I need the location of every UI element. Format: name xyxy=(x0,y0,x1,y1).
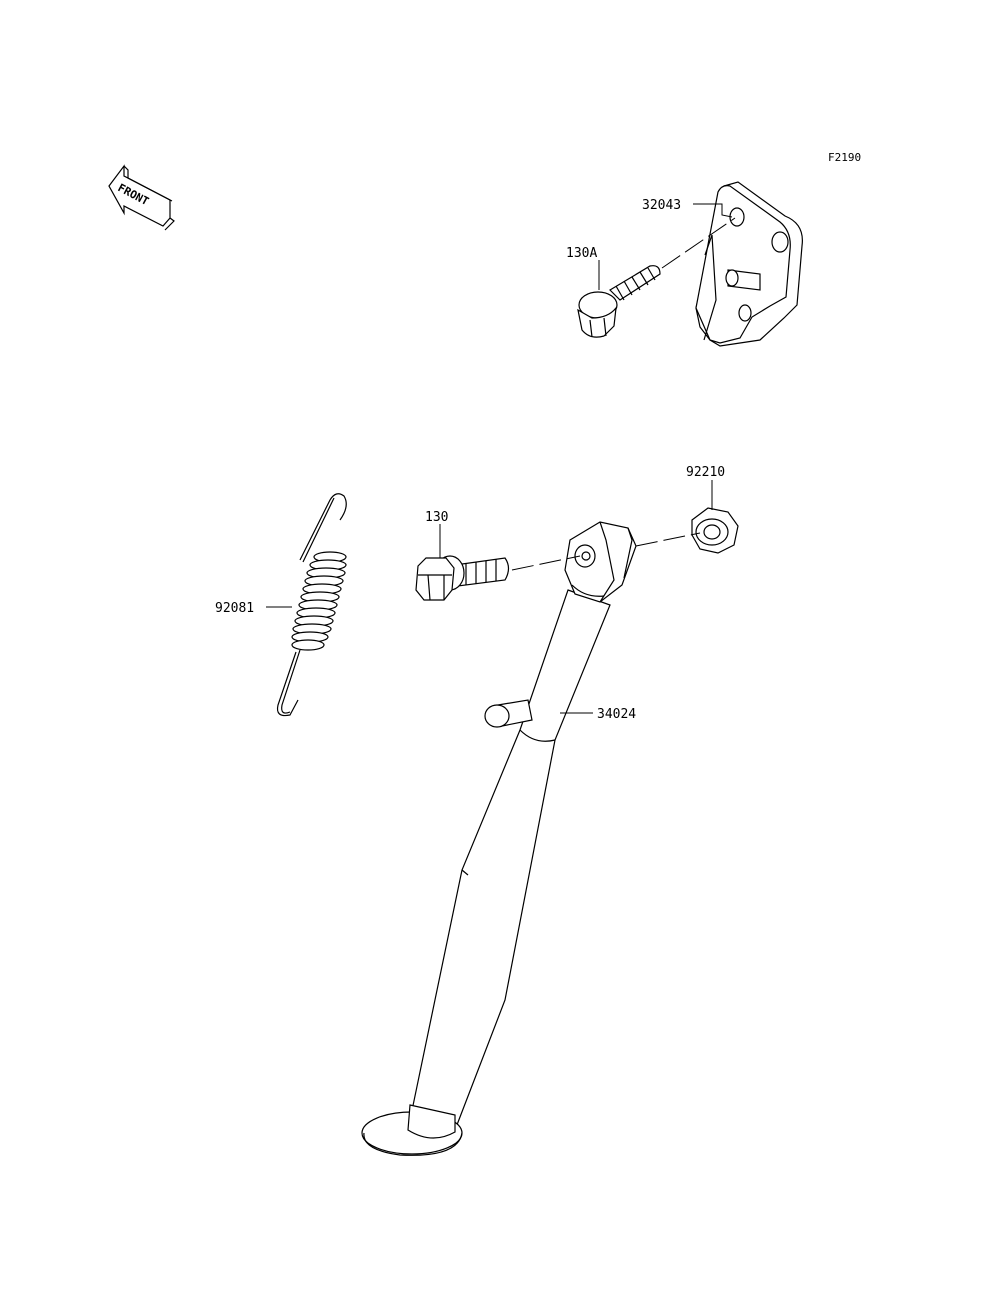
bracket-32043-drawing xyxy=(695,181,803,347)
front-direction-arrow: FRONT xyxy=(108,164,175,231)
label-part-92210: 92210 xyxy=(686,465,725,480)
spring-92081-drawing xyxy=(276,493,347,717)
figure-id: F2190 xyxy=(828,151,861,164)
bolt-130A-drawing xyxy=(577,265,661,338)
assembly-lines xyxy=(511,217,736,571)
label-part-34024: 34024 xyxy=(597,707,636,722)
side-stand-34024-drawing xyxy=(361,521,637,1156)
label-part-130A: 130A xyxy=(566,246,597,261)
leader-lines xyxy=(266,203,733,714)
label-part-32043: 32043 xyxy=(642,198,681,213)
nut-92210-drawing xyxy=(691,507,739,554)
label-part-130: 130 xyxy=(425,510,448,525)
bolt-130-drawing xyxy=(415,555,510,601)
label-part-92081: 92081 xyxy=(215,601,254,616)
